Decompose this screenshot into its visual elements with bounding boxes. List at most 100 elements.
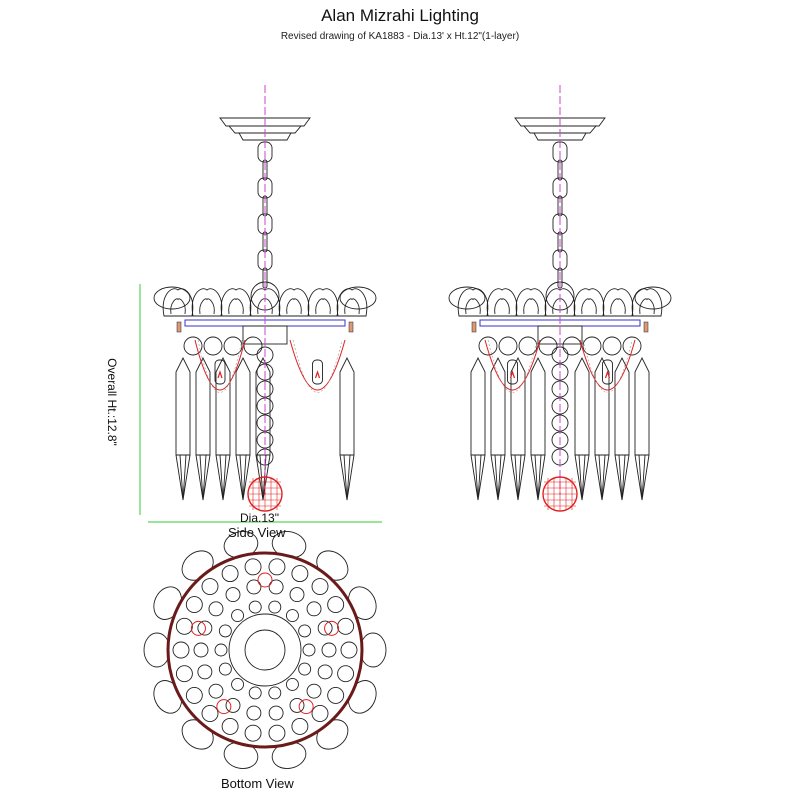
prism-crystal	[594, 356, 610, 501]
prism-crystal	[530, 356, 546, 501]
rosette	[172, 641, 190, 659]
bulb	[602, 359, 613, 385]
crystal-swag	[289, 339, 346, 391]
rosette	[197, 620, 213, 636]
rosette	[291, 717, 309, 735]
frame-end	[471, 321, 477, 333]
bulb-flame	[217, 370, 223, 379]
rosette-crystal	[562, 336, 582, 356]
rosette	[337, 665, 355, 683]
bulb-position	[298, 699, 314, 715]
crystal-ball	[247, 476, 283, 512]
crown-scroll	[153, 286, 191, 310]
rosette	[246, 705, 262, 721]
rosette	[302, 643, 316, 657]
rosette	[185, 596, 203, 614]
crown-leaf	[486, 288, 518, 317]
rosette-crystal	[478, 336, 498, 356]
rosette-crystal	[582, 336, 602, 356]
crown-leaf	[336, 288, 368, 317]
rosette	[197, 664, 213, 680]
rosette	[298, 662, 312, 676]
rosette	[221, 565, 239, 583]
center-canopy	[244, 629, 286, 671]
rosette	[285, 609, 299, 623]
prism-crystal	[175, 356, 191, 501]
bottom-view-drawing	[143, 531, 387, 769]
crown-scroll	[448, 286, 486, 310]
rosette	[268, 686, 282, 700]
crystal-swag-beads	[582, 339, 633, 393]
rosette	[175, 665, 193, 683]
crown-leaf-inner	[523, 298, 539, 315]
inner-ring	[228, 613, 302, 687]
rosette	[268, 600, 282, 614]
bulb	[214, 359, 226, 385]
leaf	[143, 632, 171, 668]
rosette	[244, 724, 262, 742]
frame-end	[348, 321, 354, 333]
rosette	[306, 601, 322, 617]
rosette	[225, 697, 241, 713]
front-view-drawing	[448, 85, 672, 512]
crystal-swag-beads	[197, 339, 243, 393]
crown-leaf-inner	[610, 298, 626, 315]
rosette	[327, 686, 345, 704]
rosette	[248, 600, 262, 614]
rosette-crystal	[223, 336, 243, 356]
bulb	[312, 359, 323, 385]
crown-leaf-inner	[286, 298, 302, 315]
crown-leaf-inner	[228, 298, 244, 315]
rosette	[201, 578, 219, 595]
rosette	[291, 565, 309, 583]
frame-end	[176, 321, 182, 333]
prism-crystal	[339, 356, 355, 501]
prism-crystal	[510, 356, 526, 501]
rosette-crystal	[602, 336, 622, 356]
rosette-crystal	[203, 336, 223, 356]
rosette	[244, 558, 262, 576]
rosette-crystal	[538, 336, 558, 356]
bulb-position	[216, 699, 232, 715]
crown-leaf	[220, 288, 252, 317]
crystal-swag-beads	[487, 339, 538, 393]
crown-leaf	[515, 288, 547, 317]
rosette	[298, 624, 312, 638]
crown-leaf-inner	[639, 298, 655, 315]
prism-crystal	[614, 356, 630, 501]
rosette	[289, 587, 305, 603]
rosette	[248, 686, 262, 700]
rosette-crystal	[183, 336, 203, 356]
crown-leaf-inner	[494, 298, 510, 315]
rosette	[285, 677, 299, 691]
rosette	[208, 601, 224, 617]
bulb-flame	[509, 370, 516, 379]
prism-crystal	[235, 356, 251, 501]
canopy	[514, 117, 606, 141]
rosette	[218, 624, 232, 638]
rosette-crystal	[498, 336, 518, 356]
rosette	[311, 578, 329, 595]
prism-crystal	[634, 356, 650, 501]
crown-leaf	[278, 288, 310, 317]
crown-leaf	[602, 288, 634, 317]
crystal-swag	[484, 339, 541, 391]
bulb-position	[190, 620, 206, 636]
prism-crystal	[195, 356, 211, 501]
rosette	[317, 620, 333, 636]
rosette	[225, 587, 241, 603]
rosette	[218, 662, 232, 676]
crown-leaf-inner	[344, 298, 360, 315]
rosette-crystal	[518, 336, 538, 356]
rosette	[289, 697, 305, 713]
rosette	[340, 641, 358, 659]
rosette	[306, 683, 322, 699]
rosette-crystal	[622, 336, 642, 356]
crystal-swag	[194, 339, 246, 391]
crown-leaf-inner	[465, 298, 481, 315]
rosette	[231, 609, 245, 623]
crystal-ball	[542, 476, 578, 512]
crown-leaf	[573, 288, 605, 317]
rosette	[214, 643, 228, 657]
drawing-title: Alan Mizrahi Lighting	[321, 6, 479, 25]
